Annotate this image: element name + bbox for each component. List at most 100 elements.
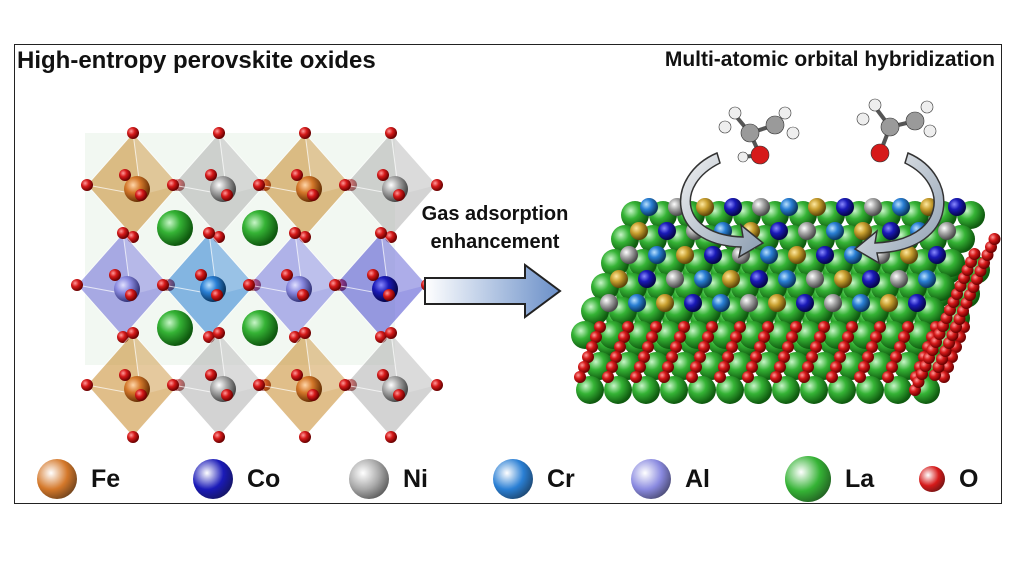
b-site-atom	[750, 270, 768, 288]
b-site-atom	[836, 198, 854, 216]
diagram-canvas	[71, 98, 1001, 443]
legend-label: Ni	[403, 464, 428, 493]
oxygen-atom	[377, 169, 389, 181]
la-atom	[157, 210, 193, 246]
al-atom-icon	[631, 459, 671, 499]
gas-molecules-illustration	[718, 98, 937, 165]
oxygen-atom	[291, 369, 303, 381]
legend-item-cr: Cr	[493, 457, 575, 501]
la-atom	[800, 376, 828, 404]
oxide-surface-slab-illustration	[571, 198, 1001, 404]
oxygen-atom	[842, 331, 854, 343]
oxygen-atom	[205, 369, 217, 381]
octahedron	[253, 327, 357, 443]
carbon-atom	[880, 117, 900, 137]
oxygen-atom	[205, 169, 217, 181]
oxygen-atom	[307, 389, 319, 401]
oxygen-atom	[798, 371, 810, 383]
oxygen-atom	[862, 351, 874, 363]
oxygen-atom	[375, 227, 387, 239]
b-site-atom	[600, 294, 618, 312]
oxygen-atom	[706, 321, 718, 333]
legend-item-fe: Fe	[37, 457, 120, 501]
oxygen-atom	[167, 379, 179, 391]
b-site-atom	[722, 270, 740, 288]
oxygen-atom	[722, 351, 734, 363]
oxygen-atom	[586, 341, 598, 353]
oxygen-atom	[117, 331, 129, 343]
b-site-atom	[798, 222, 816, 240]
b-site-atom	[796, 294, 814, 312]
b-site-atom	[864, 198, 882, 216]
oxygen-atom	[291, 169, 303, 181]
b-site-atom	[684, 294, 702, 312]
oxygen-atom	[622, 321, 634, 333]
la-atom	[604, 376, 632, 404]
octahedron	[157, 227, 261, 343]
oxygen-atom	[339, 179, 351, 191]
oxygen-atom	[299, 327, 311, 339]
oxygen-atom	[614, 341, 626, 353]
legend-item-al: Al	[631, 457, 710, 501]
oxygen-atom	[602, 371, 614, 383]
hydrogen-atom	[737, 151, 749, 163]
oxygen-atom	[666, 351, 678, 363]
oxygen-atom	[750, 145, 770, 165]
b-site-atom	[834, 270, 852, 288]
oxygen-atom	[802, 361, 814, 373]
oxygen-atom	[606, 361, 618, 373]
oxygen-atom	[211, 289, 223, 301]
b-site-atom	[938, 222, 956, 240]
b-site-atom	[658, 222, 676, 240]
b-site-atom	[948, 198, 966, 216]
b-site-atom	[918, 270, 936, 288]
o-atom-icon	[919, 466, 945, 492]
legend-item-ni: Ni	[349, 457, 428, 501]
b-site-atom	[752, 198, 770, 216]
la-atom	[632, 376, 660, 404]
legend-item-co: Co	[193, 457, 280, 501]
oxygen-atom	[686, 371, 698, 383]
oxygen-atom	[662, 361, 674, 373]
b-site-atom	[780, 198, 798, 216]
oxygen-atom	[818, 321, 830, 333]
hydrogen-atom	[728, 106, 742, 120]
oxygen-atom	[694, 351, 706, 363]
hydrogen-atom	[718, 120, 732, 134]
oxygen-atom	[674, 331, 686, 343]
oxygen-atom	[431, 179, 443, 191]
oxygen-atom	[702, 331, 714, 343]
oxygen-atom	[774, 361, 786, 373]
hydrogen-atom	[868, 98, 882, 112]
oxygen-atom	[786, 331, 798, 343]
oxygen-atom	[167, 179, 179, 191]
oxygen-atom	[754, 341, 766, 353]
oxygen-atom	[203, 227, 215, 239]
oxygen-atom	[243, 279, 255, 291]
oxygen-atom	[221, 189, 233, 201]
b-site-atom	[638, 270, 656, 288]
oxygen-atom	[874, 321, 886, 333]
oxygen-atom	[734, 321, 746, 333]
co-atom-icon	[193, 459, 233, 499]
b-site-atom	[676, 246, 694, 264]
oxygen-atom	[329, 279, 341, 291]
b-site-atom	[900, 246, 918, 264]
oxygen-atom	[714, 371, 726, 383]
la-atom	[660, 376, 688, 404]
oxygen-atom	[590, 331, 602, 343]
oxygen-atom	[221, 389, 233, 401]
b-site-atom	[808, 198, 826, 216]
oxygen-atom	[750, 351, 762, 363]
oxygen-atom	[610, 351, 622, 363]
oxygen-atom	[866, 341, 878, 353]
oxygen-atom	[746, 361, 758, 373]
enhancement-arrow	[424, 263, 562, 319]
b-site-atom	[740, 294, 758, 312]
carbon-atom	[765, 115, 785, 135]
title-left: High-entropy perovskite oxides	[17, 47, 376, 74]
oxygen-atom	[307, 189, 319, 201]
oxygen-atom	[854, 371, 866, 383]
la-atom-icon	[785, 456, 831, 502]
b-site-atom	[890, 270, 908, 288]
